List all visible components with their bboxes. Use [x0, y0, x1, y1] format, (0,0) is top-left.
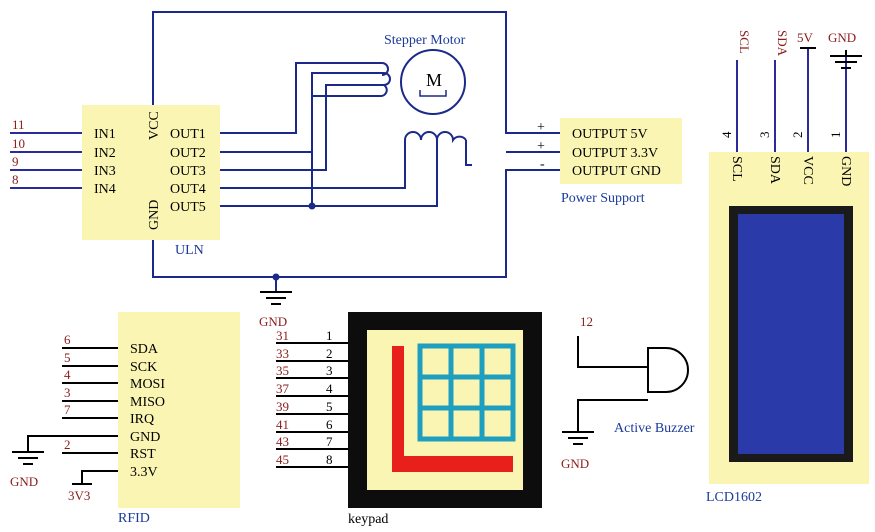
power-sign-5v: +	[537, 120, 545, 135]
buzzer-net-12: 12	[580, 314, 593, 329]
keypad-pin-6: 6	[326, 417, 333, 432]
rfid-net-7: 7	[64, 402, 71, 417]
out5-junction-dot	[308, 202, 316, 210]
power-output-5v: OUTPUT 5V	[572, 127, 648, 142]
lcd-net-gnd: GND	[828, 30, 856, 45]
lcd-pin-scl: SCL	[729, 156, 744, 182]
lcd-pin-num-2: 2	[790, 132, 805, 139]
keypad-net-37: 37	[276, 381, 290, 396]
uln-net-9: 9	[12, 154, 19, 169]
lcd-pin-gnd: GND	[838, 156, 853, 186]
keypad-net-45: 45	[276, 452, 289, 467]
keypad-pin-5: 5	[326, 399, 333, 414]
lcd-net-sda: SDA	[775, 30, 790, 57]
rfid-net-5: 5	[64, 350, 71, 365]
keypad-label: keypad	[348, 512, 388, 527]
stepper-coil-left	[379, 62, 391, 98]
rfid-gnd-label: GND	[10, 474, 38, 489]
keypad-pin-1: 1	[326, 328, 333, 343]
lcd-screen	[738, 214, 844, 454]
power-wires: GND	[152, 11, 560, 329]
lcd-pin-num-1: 1	[828, 132, 843, 139]
keypad-pin-2: 2	[326, 346, 333, 361]
stepper-coil-bottom	[404, 131, 467, 144]
rfid-body	[118, 312, 240, 508]
uln-pin-in3: IN3	[94, 164, 116, 179]
buzzer-body	[647, 347, 689, 393]
motor-symbol: M	[426, 70, 442, 90]
uln-pin-out4: OUT4	[170, 182, 206, 197]
keypad-pin-7: 7	[326, 434, 333, 449]
lcd-pin-sda: SDA	[767, 156, 782, 185]
uln-pin-out5: OUT5	[170, 200, 206, 215]
power-sign-3v3: +	[537, 139, 545, 154]
lcd-label: LCD1602	[706, 490, 762, 505]
keypad-net-35: 35	[276, 363, 289, 378]
rfid-net-3: 3	[64, 385, 71, 400]
rfid-pin-mosi: MOSI	[130, 377, 165, 392]
buzzer-gnd-label: GND	[561, 456, 589, 471]
rfid-pin-gnd: GND	[130, 430, 160, 445]
uln-pin-vcc: VCC	[147, 111, 162, 140]
uln-pin-out2: OUT2	[170, 146, 206, 161]
power-body	[560, 118, 682, 184]
keypad-net-31: 31	[276, 328, 289, 343]
power-sign-gnd: -	[540, 157, 545, 172]
rfid-label: RFID	[118, 511, 150, 526]
buzzer-label: Active Buzzer	[614, 421, 695, 436]
rfid-pin-rst: RST	[130, 447, 156, 462]
rfid-pin-sda: SDA	[130, 342, 159, 357]
uln-driver: 11 10 9 8 IN1 IN2 IN3 IN4 OUT1 OUT2 OUT3…	[10, 105, 220, 258]
active-buzzer: 12 GND Active Buzzer	[561, 314, 695, 471]
power-output-gnd: OUTPUT GND	[572, 164, 661, 179]
keypad-pin-4: 4	[326, 381, 333, 396]
lcd-net-scl: SCL	[737, 30, 752, 54]
lcd-pin-vcc: VCC	[800, 156, 815, 185]
keypad-net-43: 43	[276, 434, 289, 449]
lcd1602: SCL SDA 5V GND 4 3 2 1 SCL SDA VCC GND L…	[706, 30, 869, 505]
keypad-net-33: 33	[276, 346, 289, 361]
rfid-net-6: 6	[64, 332, 71, 347]
keypad-module: 31 33 35 37 39 41 43 45 1 2 3 4 5 6 7 8 …	[276, 312, 542, 527]
rfid-net-4: 4	[64, 367, 71, 382]
uln-pin-gnd: GND	[147, 200, 162, 230]
stepper-wires	[220, 62, 472, 210]
gnd-label-main: GND	[259, 314, 287, 329]
rfid-pin-irq: IRQ	[130, 412, 154, 427]
rfid-pin-sck: SCK	[130, 360, 157, 375]
uln-pin-in4: IN4	[94, 182, 116, 197]
uln-body	[82, 105, 220, 240]
stepper-title: Stepper Motor	[384, 33, 466, 48]
power-support: + + - OUTPUT 5V OUTPUT 3.3V OUTPUT GND P…	[537, 118, 682, 206]
motor-circle	[400, 49, 466, 115]
power-output-3v3: OUTPUT 3.3V	[572, 146, 658, 161]
keypad-pin-8: 8	[326, 452, 333, 467]
keypad-net-41: 41	[276, 417, 289, 432]
keypad-button-grid	[417, 343, 516, 442]
lcd-net-5v: 5V	[797, 30, 814, 45]
uln-net-11: 11	[12, 117, 25, 132]
uln-label: ULN	[175, 243, 204, 258]
keypad-net-39: 39	[276, 399, 289, 414]
uln-pin-in2: IN2	[94, 146, 116, 161]
keypad-pin-3: 3	[326, 363, 333, 378]
power-label: Power Support	[561, 191, 645, 206]
rfid-3v3-label: 3V3	[68, 488, 90, 503]
uln-pin-in1: IN1	[94, 127, 116, 142]
rfid-pin-3v3: 3.3V	[130, 465, 158, 480]
uln-pin-out1: OUT1	[170, 127, 206, 142]
uln-net-8: 8	[12, 172, 19, 187]
keypad-red-trace	[392, 346, 513, 472]
rfid-net-2: 2	[64, 437, 71, 452]
uln-net-10: 10	[12, 136, 25, 151]
stepper-motor: M Stepper Motor	[384, 33, 466, 115]
rfid-module: 6 5 4 3 7 2 SDA SCK MOSI MISO IRQ GND RS…	[10, 312, 240, 526]
lcd-pin-num-4: 4	[719, 131, 734, 138]
lcd-pin-num-3: 3	[757, 132, 772, 139]
uln-pin-out3: OUT3	[170, 164, 206, 179]
rfid-pin-miso: MISO	[130, 395, 165, 410]
